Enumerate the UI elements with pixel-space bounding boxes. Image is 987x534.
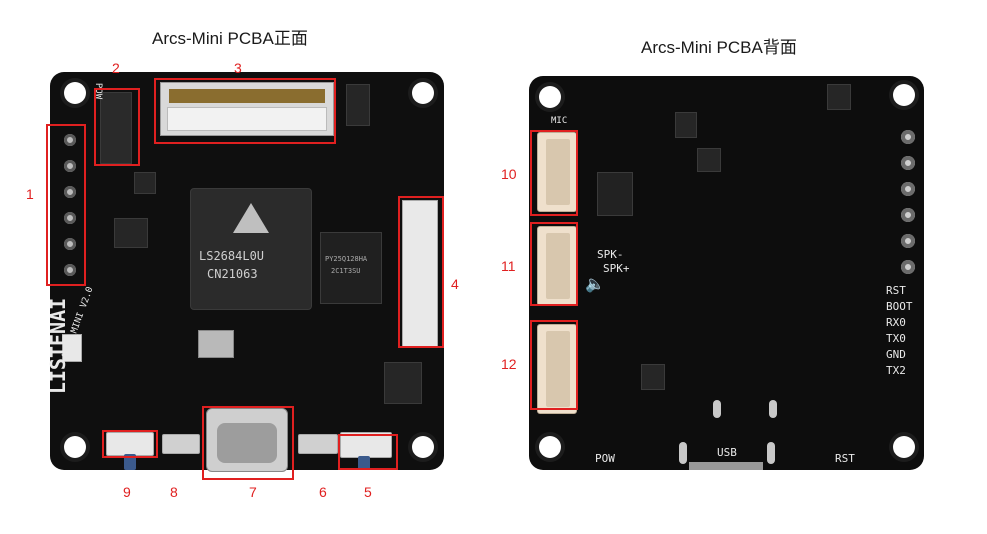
power-chip [384,362,422,404]
main-soc-chip: LS2684L0U CN21063 [190,188,312,310]
spk-plus-silkscreen: SPK+ [603,262,630,275]
speaker-connector [537,226,577,306]
mic-connector [537,132,577,212]
usb-pad [769,400,777,418]
callout-label-5: 5 [364,484,372,500]
mounting-hole [64,82,86,104]
button-knob [358,456,370,470]
led [62,334,82,362]
callout-box-3 [154,78,336,144]
mounting-hole [539,436,561,458]
transistor [697,148,721,172]
usb-shell [689,462,763,470]
back-title: Arcs-Mini PCBA背面 [641,38,797,57]
pin-pad [901,260,915,274]
label-boot: BOOT [886,300,913,313]
usb-c-port [206,408,288,472]
label-tx0: TX0 [886,332,906,345]
soc-marking-line1: LS2684L0U [199,249,265,263]
label-rx0: RX0 [886,316,906,329]
flash-chip: PY25Q128HA 2C1T3SU [320,232,382,304]
speaker-icon: 🔈 [585,274,605,293]
transistor [134,172,156,194]
button-knob [124,454,136,470]
pin-pad [901,234,915,248]
callout-box-4 [398,196,444,348]
callout-label-12: 12 [501,356,517,372]
front-pcb-board: POW LS2684L0U CN21063 PY25Q128HA 2C1T3SU… [46,72,444,472]
soc-marking-line2: CN21063 [207,267,258,281]
callout-label-2: 2 [112,60,120,76]
back-pcb-board: MIC SPK- SPK+ 🔈 RST BOOT RX0 TX0 GND TX2… [529,76,924,470]
label-gnd: GND [886,348,906,361]
callout-box-2 [94,88,140,166]
label-usb: USB [717,446,737,459]
transistor [675,112,697,138]
camera-connector [100,92,132,164]
callout-box-1 [46,124,86,286]
pin-pad [901,182,915,196]
label-rst-bottom: RST [835,452,855,465]
front-title: Arcs-Mini PCBA正面 [152,29,308,48]
callout-label-10: 10 [501,166,517,182]
transistor [827,84,851,110]
pin-pad [901,130,915,144]
regulator-chip [114,218,148,248]
callout-box-12 [530,320,578,410]
callout-box-11 [530,222,578,306]
mounting-hole [893,84,915,106]
audio-amp-chip [597,172,633,216]
callout-box-7 [202,406,294,480]
side-connector [402,200,438,348]
callout-box-10 [530,130,578,216]
callout-label-6: 6 [319,484,327,500]
callout-label-3: 3 [234,60,242,76]
callout-box-5 [338,434,398,470]
mounting-hole [64,436,86,458]
flash-marking-line2: 2C1T3SU [331,267,361,275]
spk-minus-silkscreen: SPK- [597,248,624,261]
usb-pad [767,442,775,464]
mic-silkscreen: MIC [551,116,568,126]
callout-label-8: 8 [170,484,178,500]
flash-marking-line1: PY25Q128HA [325,255,368,263]
usb-pad [713,400,721,418]
transistor [346,84,370,126]
callout-label-9: 9 [123,484,131,500]
callout-label-7: 7 [249,484,257,500]
transistor [641,364,665,390]
label-rst: RST [886,284,906,297]
mounting-hole [412,436,434,458]
label-tx2: TX2 [886,364,906,377]
pin-pad [901,208,915,222]
callout-label-11: 11 [501,258,516,274]
mounting-hole [893,436,915,458]
fpc-connector [160,82,334,136]
mounting-hole [412,82,434,104]
led-6 [298,434,338,454]
crystal-oscillator [198,330,234,358]
triangle-logo-icon [233,203,269,233]
callout-box-9 [102,430,158,458]
callout-label-4: 4 [451,276,459,292]
battery-connector [537,324,577,414]
mounting-hole [539,86,561,108]
usb-pad [679,442,687,464]
label-pow: POW [595,452,615,465]
pin-pad [901,156,915,170]
led-8 [162,434,200,454]
callout-label-1: 1 [26,186,34,202]
button-5 [340,432,392,458]
